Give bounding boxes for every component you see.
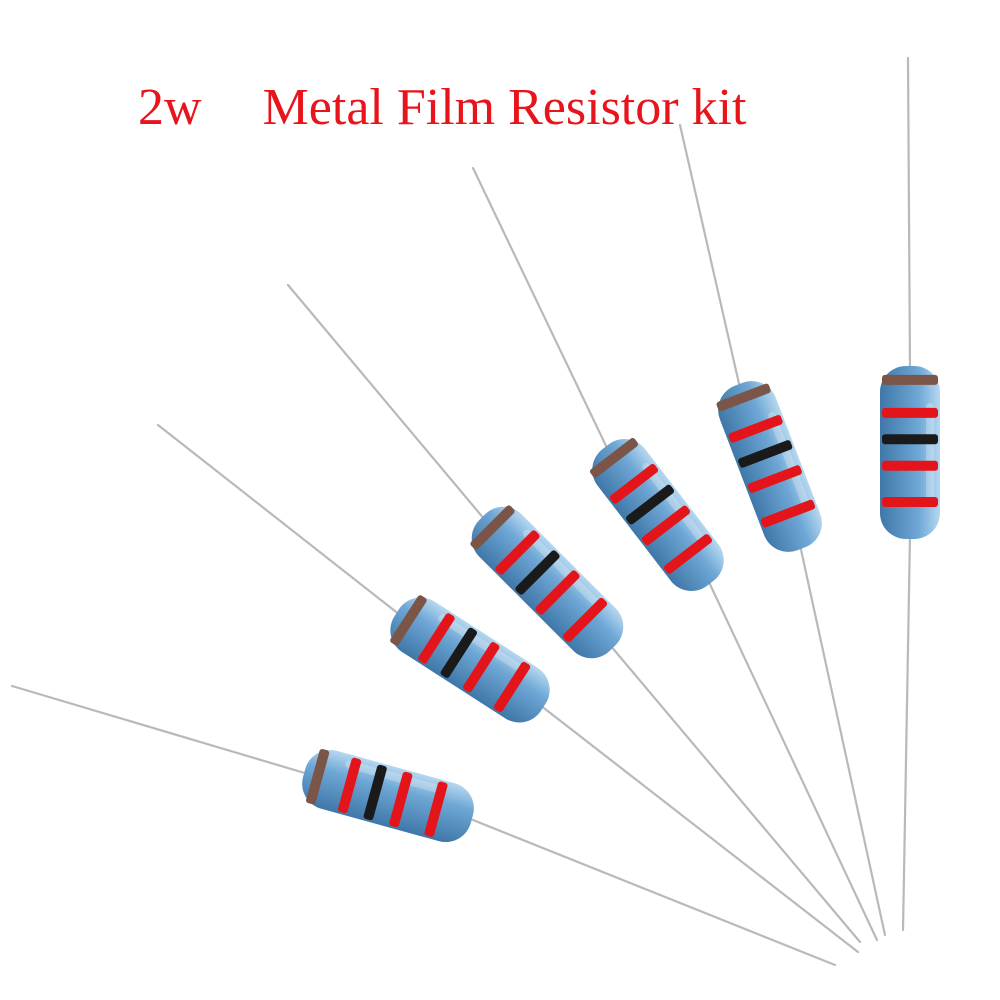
- resistor-body: [390, 595, 550, 723]
- color-band: [641, 505, 691, 546]
- resistor-6: [880, 56, 940, 932]
- lead-wire: [156, 423, 402, 617]
- color-band: [882, 497, 938, 507]
- body-shell: [592, 438, 724, 592]
- resistor-group: [10, 56, 940, 967]
- color-band: [625, 484, 675, 525]
- body-highlight: [522, 529, 601, 608]
- color-band: [609, 463, 659, 504]
- power-rating-label: 2w: [138, 79, 202, 136]
- body-highlight: [642, 462, 706, 543]
- color-band: [738, 440, 793, 468]
- body-highlight: [438, 614, 524, 673]
- resistor-body: [470, 505, 624, 659]
- color-band: [882, 407, 938, 418]
- resistor-5: [678, 123, 887, 937]
- product-title: Metal Film Resistor kit: [262, 79, 747, 136]
- color-band: [589, 437, 639, 478]
- color-band: [760, 499, 816, 528]
- color-band: [493, 661, 531, 713]
- color-band: [495, 530, 540, 575]
- resistor-1: [10, 684, 837, 967]
- color-band: [882, 374, 938, 385]
- color-band: [562, 597, 608, 643]
- color-band: [389, 771, 413, 828]
- body-highlight: [926, 403, 934, 502]
- lead-wire: [798, 543, 887, 937]
- resistor-body: [589, 437, 724, 592]
- lead-wire: [706, 578, 879, 942]
- color-band: [515, 550, 560, 595]
- color-band: [728, 415, 783, 443]
- color-band: [882, 460, 938, 471]
- color-band: [306, 749, 330, 805]
- lead-wire: [608, 643, 862, 944]
- lead-wire: [901, 533, 912, 932]
- lead-wire: [471, 166, 610, 452]
- color-band: [716, 383, 771, 412]
- body-highlight: [345, 760, 442, 793]
- lead-wire: [538, 703, 860, 954]
- resistor-body: [716, 381, 822, 552]
- resistor-3: [286, 283, 862, 944]
- color-band: [338, 757, 362, 814]
- lead-wire: [466, 816, 837, 967]
- color-band: [747, 465, 802, 493]
- color-band: [424, 781, 448, 837]
- lead-wire: [10, 684, 310, 776]
- color-band: [663, 534, 713, 574]
- color-band: [535, 570, 580, 615]
- color-band: [418, 613, 455, 664]
- lead-wire: [678, 123, 742, 390]
- body-highlight: [768, 411, 810, 507]
- color-band: [470, 505, 515, 550]
- resistor-2: [156, 423, 860, 954]
- resistor-body: [880, 366, 940, 539]
- lead-wire: [286, 283, 487, 522]
- lead-wire: [906, 56, 912, 372]
- title-banner: 2w Metal Film Resistor kit: [138, 78, 746, 138]
- color-band: [440, 627, 478, 678]
- color-band: [462, 642, 500, 693]
- color-band: [363, 764, 387, 821]
- color-band: [390, 595, 427, 646]
- color-band: [882, 434, 938, 445]
- resistor-4: [471, 166, 879, 942]
- resistor-body: [302, 749, 474, 843]
